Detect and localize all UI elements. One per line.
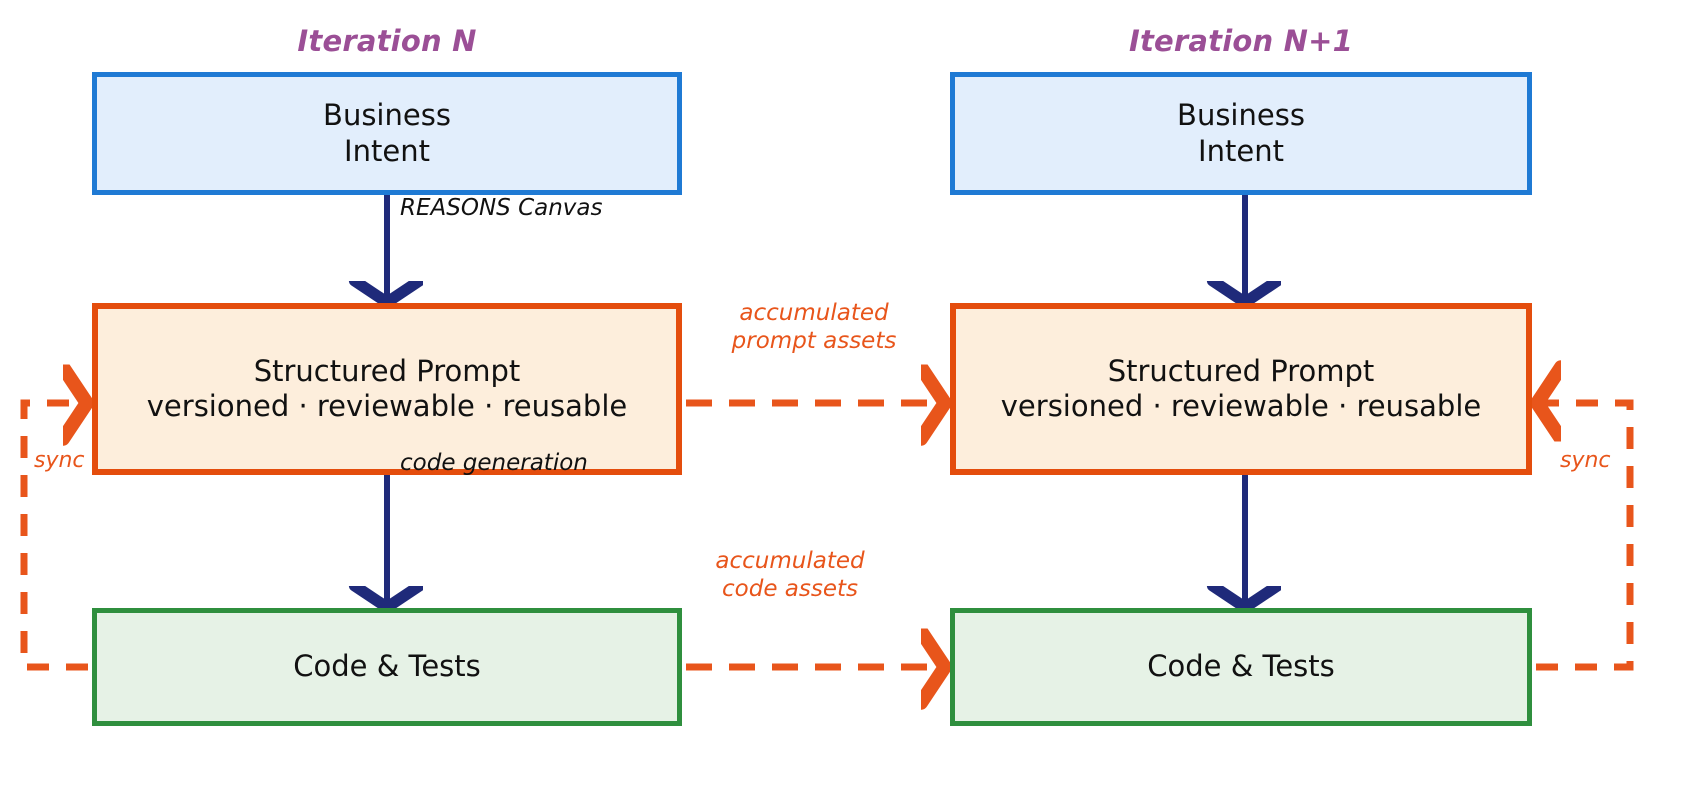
edge-label-accumulated-code-assets: accumulated code assets <box>662 548 918 603</box>
node-label-line1: Code & Tests <box>1147 649 1335 684</box>
edge-label-sync-right: sync <box>1560 448 1611 473</box>
edge-label-line1: accumulated <box>739 300 889 326</box>
edge-label-line1: accumulated <box>715 548 865 574</box>
arrow-sync-right <box>1536 403 1634 671</box>
edge-label-code-generation: code generation <box>400 450 588 476</box>
node-label-line1: Business <box>323 98 451 133</box>
column-title-iteration-n: Iteration N <box>297 24 477 58</box>
column-title-iteration-n-plus-1: Iteration N+1 <box>1128 24 1353 58</box>
node-structured-prompt-right[interactable]: Structured Prompt versioned · reviewable… <box>950 303 1532 475</box>
node-code-tests-right[interactable]: Code & Tests <box>950 608 1532 726</box>
edge-label-sync-left: sync <box>34 448 85 473</box>
node-code-tests-left[interactable]: Code & Tests <box>92 608 682 726</box>
node-label-line1: Business <box>1177 98 1305 133</box>
node-label-line2: versioned · reviewable · reusable <box>1000 389 1482 423</box>
edge-label-accumulated-prompt-assets: accumulated prompt assets <box>686 300 942 355</box>
node-structured-prompt-left[interactable]: Structured Prompt versioned · reviewable… <box>92 303 682 475</box>
node-business-intent-left[interactable]: Business Intent <box>92 72 682 195</box>
node-label-line1: Structured Prompt <box>1107 353 1375 388</box>
edge-label-line2: prompt assets <box>731 327 897 354</box>
node-label-line1: Structured Prompt <box>253 353 521 388</box>
node-label-line2: versioned · reviewable · reusable <box>146 389 628 423</box>
node-label-line2: Intent <box>344 133 430 168</box>
node-label-line1: Code & Tests <box>293 649 481 684</box>
node-business-intent-right[interactable]: Business Intent <box>950 72 1532 195</box>
edge-label-line2: code assets <box>722 575 858 602</box>
arrow-sync-left <box>20 403 88 671</box>
edge-label-reasons-canvas: REASONS Canvas <box>400 195 603 221</box>
node-label-line2: Intent <box>1198 133 1284 168</box>
